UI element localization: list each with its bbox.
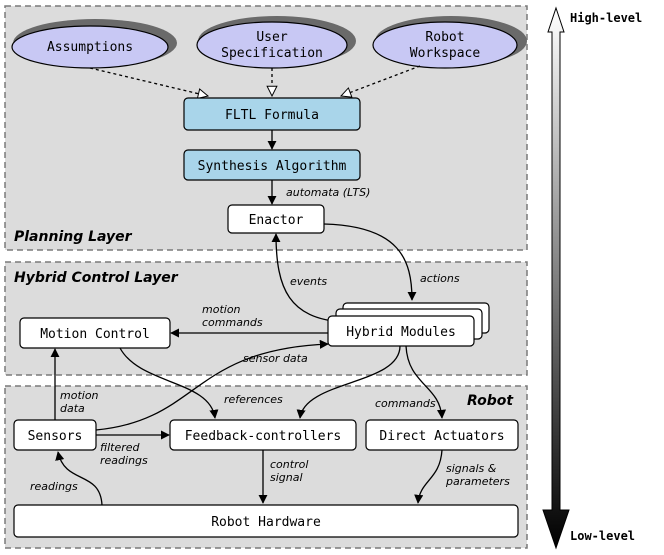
synthesis-algorithm-box: Synthesis Algorithm [183,149,361,181]
workspace-label-line2: Workspace [410,46,481,61]
signals-label-2: parameters [445,475,510,488]
feedback-controllers-label: Feedback-controllers [185,429,342,444]
readings-arrow [55,451,103,506]
sensors-box: Sensors [13,419,97,451]
automata-label: automata (LTS) [286,186,370,199]
direct-actuators-box: Direct Actuators [365,419,519,451]
user-spec-label-line1: User [256,30,287,45]
robot-workspace-input: Robot Workspace [372,16,527,69]
actions-label: actions [420,272,460,285]
high-level-label: High-level [570,11,642,25]
motion-data-label-2: data [60,402,85,415]
references-from-motion-arrow [119,347,219,419]
planning-layer-title: Planning Layer [14,229,133,245]
sensors-label: Sensors [28,429,83,444]
motion-commands-label-1: motion [202,303,241,316]
robot-hardware-label: Robot Hardware [211,515,321,530]
sensor-data-arrow [95,339,329,431]
commands-label: commands [375,397,436,410]
assumptions-input: Assumptions [11,19,177,69]
filtered-readings-label-2: readings [100,454,148,467]
fltl-formula-label: FLTL Formula [225,108,319,123]
low-level-label: Low-level [570,529,635,543]
control-signal-label-2: signal [270,471,303,484]
motion-data-label-1: motion [60,389,99,402]
commands-arrow [405,345,447,419]
control-signal-label-1: control [270,458,308,471]
workspace-label-line1: Robot [425,30,464,45]
feedback-controllers-box: Feedback-controllers [169,419,357,451]
filtered-readings-label-1: filtered [100,441,141,454]
events-arrow [271,233,343,323]
readings-label: readings [30,480,78,493]
signals-parameters-arrow [414,449,443,504]
user-spec-label-line2: Specification [221,46,323,61]
assumptions-label: Assumptions [47,40,133,55]
events-label: events [290,275,327,288]
robot-hardware-box: Robot Hardware [13,504,519,538]
sensor-data-label: sensor data [243,352,308,365]
motion-commands-label-2: commands [202,316,263,329]
enactor-box: Enactor [227,204,325,234]
level-scale-arrow [542,6,570,550]
level-scale: High-level Low-level [542,6,642,550]
hybrid-layer-title: Hybrid Control Layer [14,270,179,286]
fltl-formula-box: FLTL Formula [183,97,361,131]
robot-layer-title: Robot [467,393,514,409]
enactor-label: Enactor [249,213,304,228]
direct-actuators-label: Direct Actuators [379,429,504,444]
user-specification-input: User Specification [196,16,356,69]
hybrid-modules-box: Hybrid Modules [327,302,490,347]
hybrid-modules-label: Hybrid Modules [346,325,456,340]
input-arrows [89,65,421,96]
references-label: references [224,393,283,406]
references-from-hybrid-arrow [296,345,401,419]
signals-label-1: signals & [446,462,497,475]
motion-control-label: Motion Control [40,327,150,342]
synthesis-algorithm-label: Synthesis Algorithm [198,159,347,174]
motion-control-box: Motion Control [19,317,171,349]
actions-arrow [323,223,417,301]
